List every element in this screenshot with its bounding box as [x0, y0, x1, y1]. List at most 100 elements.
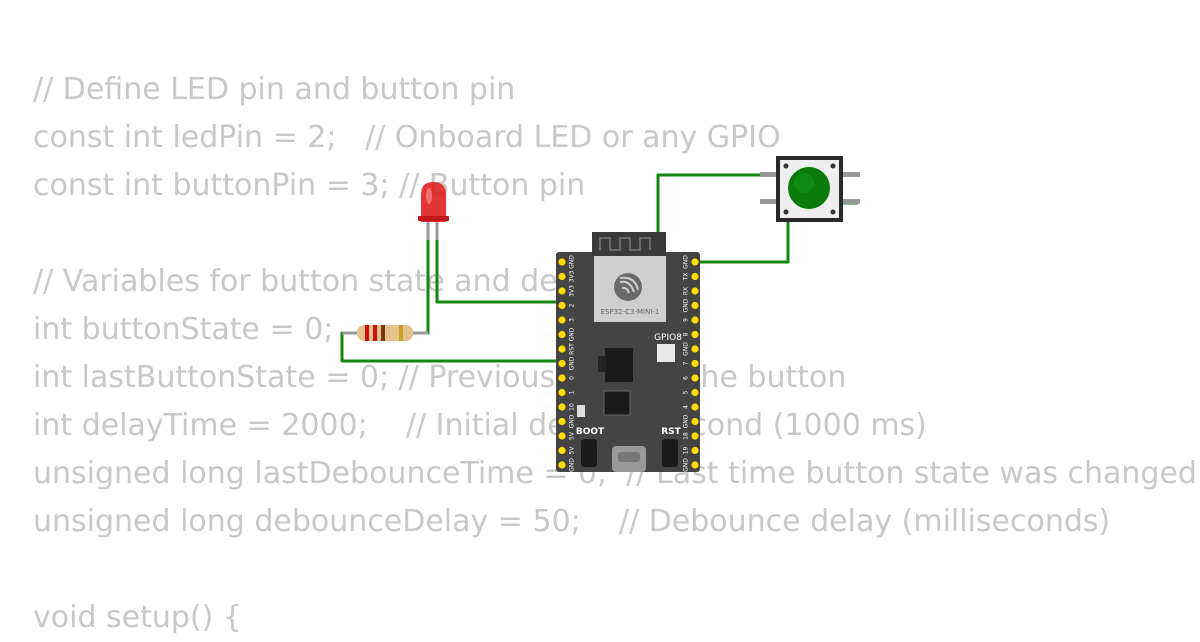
led-highlight — [426, 188, 432, 204]
pin-pad[interactable] — [558, 388, 566, 397]
small-led — [577, 405, 585, 417]
code-line: // Define LED pin and button pin — [33, 72, 516, 107]
pin-label: 3V3 — [569, 285, 576, 297]
pin-label: RST — [569, 343, 576, 355]
pin-pad[interactable] — [691, 345, 699, 353]
pin-pad[interactable] — [691, 316, 699, 324]
rst-button[interactable] — [662, 439, 678, 467]
pin-pad[interactable] — [691, 330, 699, 339]
pin-pad[interactable] — [558, 272, 566, 281]
pin-label: GND — [569, 356, 576, 370]
pin-label: 3 — [569, 318, 576, 322]
pin-label: GND — [683, 298, 690, 312]
button-leg-tr — [842, 172, 860, 177]
pin-pad[interactable] — [691, 359, 699, 368]
pin-pad[interactable] — [691, 301, 699, 310]
pin-label: 19 — [683, 447, 690, 455]
pin-pad[interactable] — [691, 287, 699, 295]
pin-label: 18 — [683, 432, 690, 440]
pin-pad[interactable] — [558, 432, 566, 440]
button-corner-3 — [783, 209, 789, 215]
pin-pad[interactable] — [691, 417, 699, 426]
pin-pad[interactable] — [691, 388, 699, 397]
code-line: int buttonState = 0; — [33, 312, 334, 347]
green-pushbutton[interactable] — [760, 156, 860, 222]
espressif-logo-icon — [614, 273, 642, 301]
pin-pad[interactable] — [558, 330, 566, 339]
pin-pad[interactable] — [691, 461, 699, 469]
pin-label: RX — [683, 287, 690, 295]
led-rim — [418, 216, 449, 221]
pin-label: 6 — [683, 376, 690, 380]
module-label: ESP32-C3-MINI-1 — [601, 308, 660, 316]
pin-pad[interactable] — [558, 301, 566, 310]
esp32-c3-board[interactable]: ESP32-C3-MINI-1 GPIO8 BOOT RST GND3V33V3… — [556, 232, 700, 472]
resistor-band-1 — [365, 325, 369, 341]
pin-label: 7 — [683, 361, 690, 365]
pin-label: 8 — [683, 332, 690, 336]
button-leg-br — [842, 199, 860, 204]
voltage-regulator — [605, 348, 633, 382]
boot-label: BOOT — [576, 427, 605, 437]
pin-label: GND — [569, 458, 576, 472]
resistor-band-4 — [399, 325, 403, 341]
pin-label: 9 — [683, 318, 690, 322]
pin-label: GND — [569, 327, 576, 341]
pin-pad[interactable] — [558, 417, 566, 426]
pin-pad[interactable] — [691, 446, 699, 455]
pin-label: GND — [569, 255, 576, 269]
pin-pad[interactable] — [558, 345, 566, 353]
pin-label: 3V3 — [569, 270, 576, 282]
pin-label: 5 — [683, 390, 690, 394]
pin-pad[interactable] — [558, 461, 566, 469]
pin-pad[interactable] — [558, 374, 566, 382]
resistor-band-3 — [381, 325, 385, 341]
pin-pad[interactable] — [691, 432, 699, 440]
gpio8-label: GPIO8 — [654, 333, 682, 343]
button-cap-shine — [794, 173, 814, 193]
button-leg-tl — [760, 172, 778, 177]
button-corner-2 — [830, 163, 836, 169]
pin-label: GND — [683, 342, 690, 356]
code-line: const int ledPin = 2; // Onboard LED or … — [33, 120, 781, 155]
pin-label: GND — [683, 458, 690, 472]
pin-label: 2 — [569, 303, 576, 307]
pin-pad[interactable] — [691, 258, 699, 266]
resistor-band-2 — [373, 325, 377, 341]
code-line: int delayTime = 2000; // Initial delay: … — [33, 408, 927, 443]
pin-pad[interactable] — [558, 258, 566, 266]
rst-label: RST — [661, 427, 681, 437]
wire-led-to-gpio2[interactable] — [435, 240, 562, 304]
rgb-led-gpio8 — [657, 344, 675, 362]
code-line: const int buttonPin = 3; // Button pin — [33, 168, 586, 203]
pin-pad[interactable] — [558, 403, 566, 411]
pin-label: 10 — [569, 403, 576, 411]
code-line: unsigned long debounceDelay = 50; // Deb… — [33, 504, 1111, 539]
red-led[interactable] — [418, 182, 449, 240]
antenna-trace — [599, 237, 651, 251]
espressif-logo-mark — [619, 276, 639, 294]
pin-pad[interactable] — [691, 374, 699, 382]
pin-pad[interactable] — [558, 446, 566, 455]
usb-c-port — [618, 452, 640, 462]
pin-label: 1 — [569, 390, 576, 394]
button-corner-1 — [783, 163, 789, 169]
pin-pad[interactable] — [691, 403, 699, 411]
boot-button[interactable] — [581, 439, 597, 467]
pin-label: TX — [683, 273, 690, 282]
pin-label: GND — [683, 414, 690, 428]
usb-chip — [603, 390, 631, 416]
pin-pad[interactable] — [691, 272, 699, 281]
wire-led-to-resistor[interactable] — [418, 240, 430, 335]
resistor[interactable] — [342, 325, 428, 341]
pin-pad[interactable] — [558, 287, 566, 295]
button-leg-bl — [760, 199, 778, 204]
regulator-tab — [598, 356, 606, 372]
pin-pad[interactable] — [558, 359, 566, 368]
pin-label: 0 — [569, 376, 576, 380]
pin-label: 4 — [683, 405, 690, 409]
pin-pad[interactable] — [558, 316, 566, 324]
